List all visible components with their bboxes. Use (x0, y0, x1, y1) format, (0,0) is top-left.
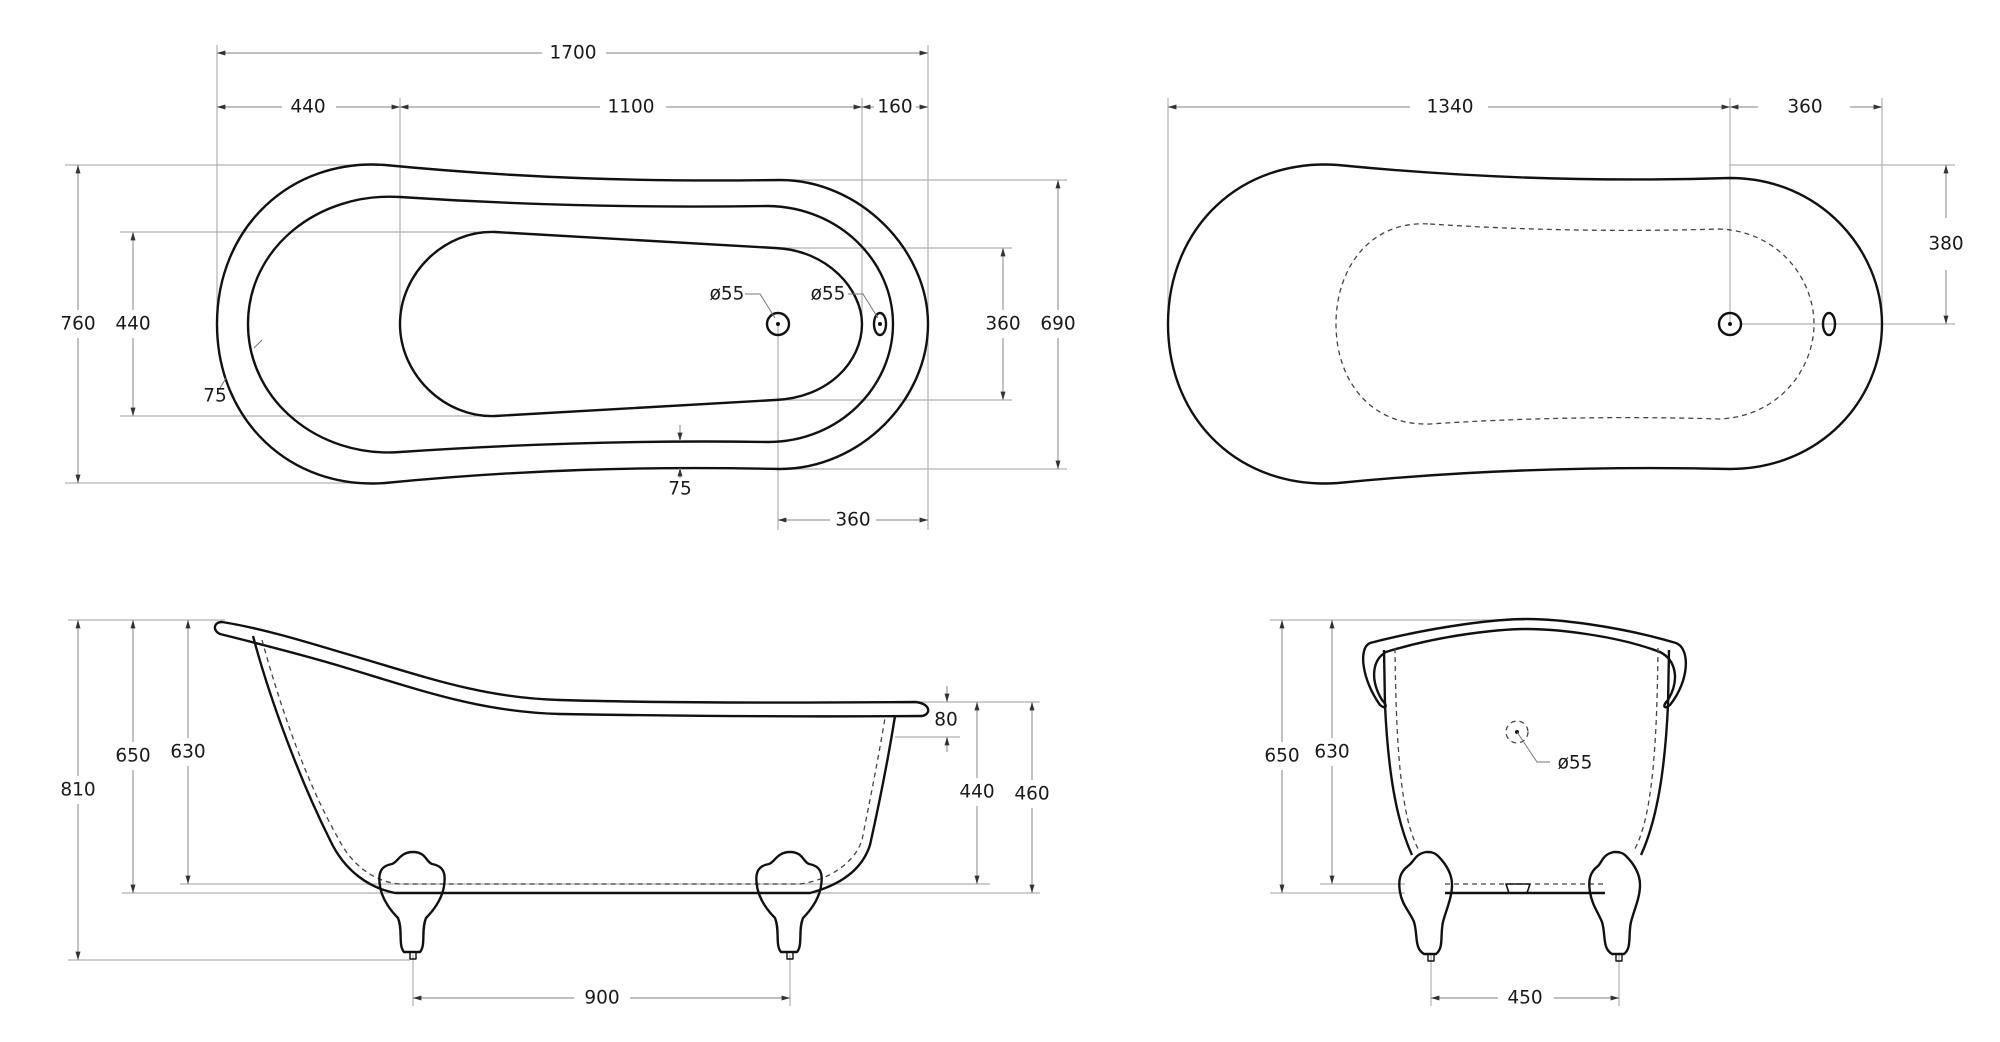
overflow-hole-hidden: ø55 (1505, 720, 1593, 774)
dimension-inner-depth: 630 (166, 620, 210, 884)
tub-outline (1166, 163, 1884, 485)
dim-label: 75 (203, 386, 227, 407)
dimension-feet-spacing: 450 (1431, 985, 1619, 1011)
overflow-hole (1821, 311, 1837, 337)
overflow-hole: ø55 (811, 284, 888, 337)
dim-label: ø55 (710, 284, 745, 305)
dim-label: 810 (60, 780, 95, 801)
tub-basin (398, 230, 864, 418)
dimension-inner-width-left: 440 (112, 232, 156, 416)
dimension-feet-spacing: 900 (413, 985, 790, 1011)
dim-label: 460 (1014, 784, 1049, 805)
dimension-overall-length: 1700 (217, 40, 928, 66)
tub-body-end (1382, 649, 1671, 856)
dim-label: 1100 (607, 97, 654, 118)
dimension-overall-width: 760 (58, 165, 100, 483)
dimension-length-breakdown: 440 1100 160 (217, 94, 928, 120)
tub-basin-hidden (1335, 223, 1815, 425)
tub-inner-rim (246, 195, 895, 454)
dim-label: 650 (115, 746, 150, 767)
claw-foot-left (378, 850, 446, 960)
dim-label: 450 (1507, 988, 1542, 1009)
dim-label: 690 (1040, 314, 1075, 335)
dimension-inner-depth: 630 (1310, 620, 1354, 884)
dimension-rim-bottom: 75 (668, 425, 692, 500)
drain-hole (1717, 311, 1743, 337)
extension-lines (1270, 619, 1620, 1006)
dim-label: 440 (959, 782, 994, 803)
end-view: 650 630 450 ø55 (1260, 617, 1688, 1011)
dimension-drain-from-edge: 380 (1922, 165, 1970, 324)
dimension-drain-to-end: 360 (778, 507, 928, 533)
dim-label: 650 (1264, 746, 1299, 767)
claw-foot-right (1588, 850, 1642, 962)
claw-foot-right (755, 850, 823, 960)
dim-label: 380 (1928, 234, 1963, 255)
extension-lines (1167, 98, 1955, 330)
top-view-outline: 1340 360 380 (1166, 94, 1970, 485)
dimension-overall-height: 810 (56, 620, 100, 960)
dim-label: 900 (584, 988, 619, 1009)
dim-label: 1340 (1426, 97, 1473, 118)
dimension-to-drain: 1340 (1168, 94, 1730, 120)
dimension-rim-thickness: 80 (934, 686, 958, 752)
dimension-right-end-width: 690 (1036, 180, 1080, 469)
tub-body-profile (251, 635, 897, 895)
tub-rim-profile (213, 620, 930, 718)
dimension-drain-to-end: 360 (1730, 94, 1882, 120)
dim-label: 75 (668, 479, 692, 500)
dimension-rim-side: 75 (203, 339, 263, 407)
tub-interior-hidden (261, 639, 886, 885)
dim-label: 80 (934, 710, 958, 731)
dim-label: ø55 (811, 284, 846, 305)
dim-label: 160 (877, 97, 912, 118)
dimension-low-end-height: 460 (1010, 702, 1054, 893)
dim-label: 360 (985, 314, 1020, 335)
dimension-tub-height: 650 (111, 620, 155, 893)
claw-foot-left (1398, 850, 1454, 962)
extension-lines (68, 619, 1040, 1006)
extension-lines (65, 45, 1067, 530)
tub-interior-hidden (1394, 647, 1659, 885)
dim-label: 630 (1314, 742, 1349, 763)
side-view: 810 650 630 80 440 460 (56, 619, 1054, 1011)
tub-outer-rim (215, 163, 930, 485)
dim-label: ø55 (1558, 753, 1593, 774)
dim-label: 440 (290, 97, 325, 118)
drain-hole: ø55 (710, 284, 791, 337)
dimension-inner-width-right: 360 (982, 247, 1024, 400)
dim-label: 760 (60, 314, 95, 335)
tub-rim-end (1362, 617, 1688, 709)
dimension-tub-height: 650 (1260, 620, 1304, 893)
dimension-low-end-inner: 440 (955, 702, 999, 884)
dim-label: 630 (170, 742, 205, 763)
dim-label: 360 (1787, 97, 1822, 118)
dim-label: 360 (835, 510, 870, 531)
dim-label: 1700 (549, 43, 596, 64)
dim-label: 440 (115, 314, 150, 335)
drain-plug (1505, 883, 1531, 894)
top-view-with-rim: 1700 440 1100 160 760 440 (58, 40, 1080, 533)
